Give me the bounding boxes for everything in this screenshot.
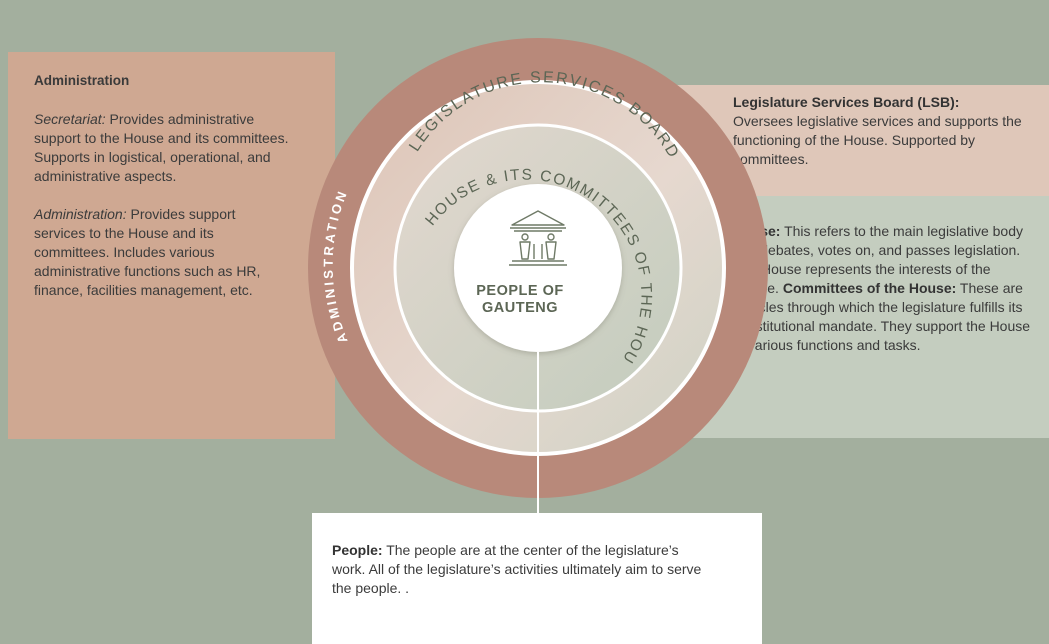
people-center-circle — [454, 184, 622, 352]
people-term: People: — [332, 542, 383, 558]
lsb-term: Legislature Services Board (LSB): — [733, 94, 960, 110]
people-panel: People: The people are at the center of … — [312, 513, 762, 644]
parliament-building-icon — [509, 210, 567, 266]
committees-term: Committees of the House: — [782, 280, 957, 296]
administration-panel: Administration Secretariat: Provides adm… — [8, 52, 335, 439]
center-label-line2: GAUTENG — [482, 300, 558, 316]
lsb-text: Oversees legislative services and suppor… — [733, 113, 1022, 167]
secretariat-term: Secretariat: — [34, 111, 106, 127]
secretariat-text: Provides administrative support to the H… — [34, 111, 289, 184]
house-text: This refers to the main legislative body… — [733, 223, 1023, 296]
committees-text: These are vehicles through which the leg… — [733, 280, 1031, 353]
administration-heading: Administration — [34, 73, 130, 88]
people-text: The people are at the center of the legi… — [332, 542, 702, 596]
center-label-line1: PEOPLE OF — [476, 283, 564, 299]
people-description: People: The people are at the center of … — [332, 541, 712, 598]
administration-term: Administration: — [34, 206, 127, 222]
secretariat-description: Secretariat: Provides administrative sup… — [34, 110, 289, 186]
administration-text: Provides support services to the House a… — [34, 206, 261, 298]
administration-description: Administration: Provides support service… — [34, 205, 289, 300]
center-label: PEOPLE OF GAUTENG — [460, 283, 580, 317]
